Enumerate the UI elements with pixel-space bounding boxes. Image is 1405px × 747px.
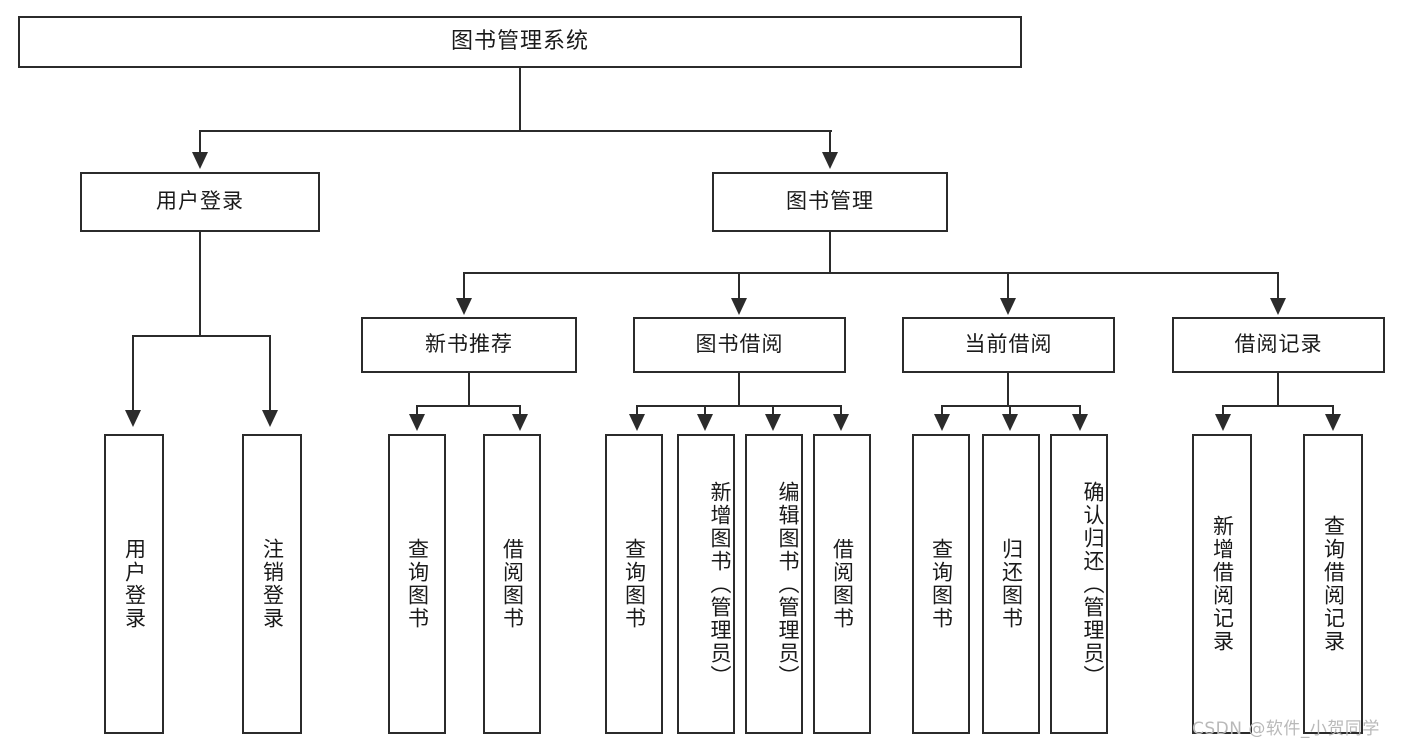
connector-bookborrow-drop-3 <box>772 405 774 417</box>
node-label: 查询借阅记录 <box>1321 515 1346 653</box>
arrowhead-newbook-leaf-2 <box>512 414 528 431</box>
arrowhead-borrowrecord-leaf-1 <box>1215 414 1231 431</box>
node-label: 借阅图书 <box>830 538 855 630</box>
leaf-borrowrecord-query-record[interactable]: 查询借阅记录 <box>1303 434 1363 734</box>
node-label: 当前借阅 <box>964 332 1053 357</box>
node-label: 查询图书 <box>929 538 954 630</box>
arrowhead-login-leaf-2 <box>262 410 278 427</box>
leaf-bookborrow-query-book[interactable]: 查询图书 <box>605 434 663 734</box>
connector-newbook-bar <box>416 405 521 407</box>
node-label: 查询图书 <box>405 538 430 630</box>
connector-bookmgmt-stem <box>829 232 831 274</box>
arrowhead-currentborrow-leaf-2 <box>1002 414 1018 431</box>
arrowhead-login-leaf-1 <box>125 410 141 427</box>
arrowhead-root-to-login <box>192 152 208 169</box>
node-label: 借阅记录 <box>1234 332 1323 357</box>
node-label: 用户登录 <box>122 538 147 630</box>
leaf-currentborrow-confirm-return-admin[interactable]: 确认归还（管理员） <box>1050 434 1108 734</box>
node-label: 图书管理系统 <box>450 28 589 54</box>
connector-currentborrow-stem <box>1007 373 1009 407</box>
arrowhead-bookborrow-leaf-4 <box>833 414 849 431</box>
connector-bookborrow-drop-1 <box>636 405 638 417</box>
connector-login-drop-2 <box>269 335 271 412</box>
connector-currentborrow-bar <box>941 405 1081 407</box>
connector-currentborrow-drop-3 <box>1079 405 1081 417</box>
node-label: 图书管理 <box>786 189 874 214</box>
connector-login-drop-1 <box>132 335 134 412</box>
connector-bookmgmt-drop-2 <box>738 272 740 300</box>
connector-bookmgmt-drop-3 <box>1007 272 1009 300</box>
connector-bookborrow-stem <box>738 373 740 407</box>
connector-bookmgmt-bar <box>463 272 1279 274</box>
connector-currentborrow-drop-2 <box>1009 405 1011 417</box>
leaf-logout[interactable]: 注销登录 <box>242 434 302 734</box>
leaf-currentborrow-query-book[interactable]: 查询图书 <box>912 434 970 734</box>
leaf-newbook-borrow-book[interactable]: 借阅图书 <box>483 434 541 734</box>
arrowhead-bookmgmt-child-2 <box>731 298 747 315</box>
connector-borrowrecord-bar <box>1222 405 1334 407</box>
node-label: 注销登录 <box>260 538 285 630</box>
node-label: 新增借阅记录 <box>1210 515 1235 653</box>
node-label: 确认归还（管理员） <box>1081 480 1105 688</box>
arrowhead-root-to-bookmgmt <box>822 152 838 169</box>
leaf-newbook-query-book[interactable]: 查询图书 <box>388 434 446 734</box>
node-label: 编辑图书（管理员） <box>776 480 800 688</box>
csdn-watermark: CSDN @软件_小贺同学 <box>1192 719 1380 739</box>
connector-borrowrecord-drop-1 <box>1222 405 1224 417</box>
connector-newbook-stem <box>468 373 470 407</box>
node-label: 归还图书 <box>999 538 1024 630</box>
connector-login-stem <box>199 232 201 337</box>
node-label: 用户登录 <box>156 189 244 214</box>
connector-root-to-login <box>199 130 201 154</box>
node-label: 图书借阅 <box>695 332 784 357</box>
arrowhead-newbook-leaf-1 <box>409 414 425 431</box>
connector-root-to-bookmgmt <box>829 130 831 154</box>
arrowhead-bookmgmt-child-3 <box>1000 298 1016 315</box>
connector-bookborrow-drop-2 <box>704 405 706 417</box>
arrowhead-borrowrecord-leaf-2 <box>1325 414 1341 431</box>
leaf-bookborrow-add-book-admin[interactable]: 新增图书（管理员） <box>677 434 735 734</box>
leaf-user-login[interactable]: 用户登录 <box>104 434 164 734</box>
arrowhead-currentborrow-leaf-1 <box>934 414 950 431</box>
node-book-borrow[interactable]: 图书借阅 <box>633 317 846 373</box>
connector-bookborrow-bar <box>636 405 842 407</box>
node-book-management[interactable]: 图书管理 <box>712 172 948 232</box>
connector-login-bar <box>132 335 270 337</box>
connector-currentborrow-drop-1 <box>941 405 943 417</box>
leaf-bookborrow-borrow-book[interactable]: 借阅图书 <box>813 434 871 734</box>
leaf-bookborrow-edit-book-admin[interactable]: 编辑图书（管理员） <box>745 434 803 734</box>
arrowhead-bookborrow-leaf-1 <box>629 414 645 431</box>
arrowhead-bookborrow-leaf-2 <box>697 414 713 431</box>
node-borrow-record[interactable]: 借阅记录 <box>1172 317 1385 373</box>
node-new-book-recommend[interactable]: 新书推荐 <box>361 317 577 373</box>
arrowhead-bookmgmt-child-4 <box>1270 298 1286 315</box>
leaf-borrowrecord-add-record[interactable]: 新增借阅记录 <box>1192 434 1252 734</box>
arrowhead-bookborrow-leaf-3 <box>765 414 781 431</box>
node-root-system[interactable]: 图书管理系统 <box>18 16 1022 68</box>
node-label: 新增图书（管理员） <box>708 480 732 688</box>
node-user-login[interactable]: 用户登录 <box>80 172 320 232</box>
node-current-borrow[interactable]: 当前借阅 <box>902 317 1115 373</box>
connector-bookmgmt-drop-4 <box>1277 272 1279 300</box>
leaf-currentborrow-return-book[interactable]: 归还图书 <box>982 434 1040 734</box>
node-label: 查询图书 <box>622 538 647 630</box>
connector-borrowrecord-stem <box>1277 373 1279 407</box>
connector-borrowrecord-drop-2 <box>1332 405 1334 417</box>
connector-bookborrow-drop-4 <box>840 405 842 417</box>
connector-root-bar <box>199 130 832 132</box>
connector-newbook-drop-2 <box>519 405 521 417</box>
node-label: 新书推荐 <box>425 332 513 357</box>
connector-root-stem <box>519 68 521 130</box>
connector-newbook-drop-1 <box>416 405 418 417</box>
node-label: 借阅图书 <box>500 538 525 630</box>
arrowhead-currentborrow-leaf-3 <box>1072 414 1088 431</box>
arrowhead-bookmgmt-child-1 <box>456 298 472 315</box>
connector-bookmgmt-drop-1 <box>463 272 465 300</box>
